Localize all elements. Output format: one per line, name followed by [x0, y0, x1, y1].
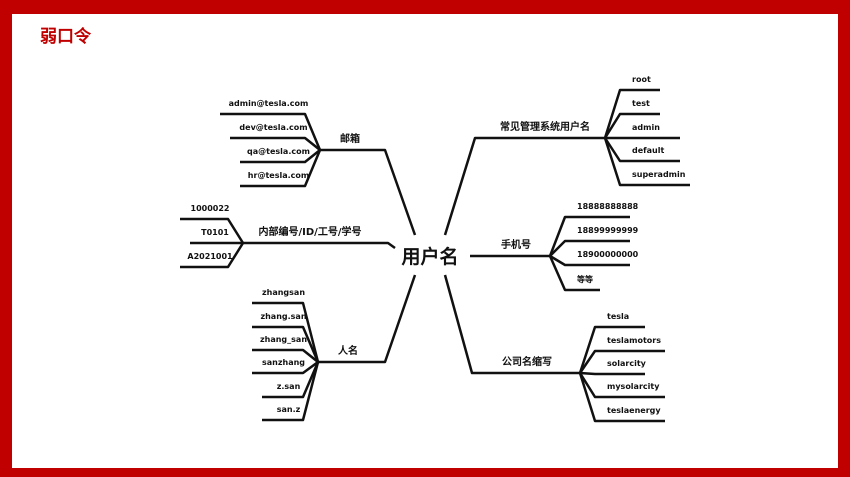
leaf-line	[252, 325, 320, 363]
center-node: 用户名	[401, 245, 458, 268]
branch-label-company: 公司名缩写	[502, 355, 552, 368]
leaf-label: mysolarcity	[607, 382, 660, 391]
leaf-label: dev@tesla.com	[239, 123, 307, 132]
branch-label-internal: 内部编号/ID/工号/学号	[259, 225, 362, 238]
leaf-label: san.z	[277, 405, 301, 414]
branch-label-email: 邮箱	[340, 132, 360, 145]
leaf-line	[603, 137, 690, 187]
leaf-label: 等等	[576, 274, 593, 284]
slide-title: 弱口令	[40, 27, 91, 47]
leaf-line	[548, 215, 630, 257]
leaf-label: solarcity	[607, 359, 647, 368]
leaf-label: zhangsan	[262, 288, 305, 297]
leaf-label: root	[632, 75, 651, 84]
leaf-line	[240, 149, 322, 188]
leaf-label: zhang_san	[260, 335, 307, 344]
leaf-line	[578, 372, 665, 399]
leaf-line	[603, 137, 680, 163]
leaf-line	[252, 301, 320, 363]
leaf-label: z.san	[277, 382, 301, 391]
leaf-label: sanzhang	[262, 358, 305, 367]
leaf-line	[262, 361, 320, 422]
branch-label-phone: 手机号	[501, 238, 531, 251]
leaf-line	[549, 254, 630, 267]
leaf-label: admin	[632, 123, 660, 132]
leaf-label: admin@tesla.com	[229, 99, 309, 108]
leaf-label: zhang.san	[260, 312, 306, 321]
leaf-label: superadmin	[632, 170, 686, 179]
leaf-line	[220, 112, 322, 151]
leaf-label: 18899999999	[577, 226, 639, 235]
leaf-label: hr@tesla.com	[248, 171, 309, 180]
leaf-line	[548, 255, 600, 292]
branch-label-admin: 常见管理系统用户名	[500, 120, 590, 133]
leaf-line	[230, 136, 321, 151]
leaf-label: teslamotors	[607, 336, 661, 345]
leaf-label: teslaenergy	[607, 406, 661, 415]
leaf-label: A2021001	[187, 252, 233, 261]
leaf-line	[603, 112, 660, 139]
leaf-label: 18900000000	[577, 250, 639, 259]
branch-line-company	[443, 274, 580, 375]
leaf-line	[262, 361, 320, 399]
leaf-label: 18888888888	[577, 202, 639, 211]
branch-line-email	[320, 148, 417, 236]
slide	[12, 14, 838, 468]
leaf-line	[549, 239, 630, 257]
leaf-line	[180, 242, 245, 269]
leaf-line	[180, 217, 245, 244]
leaf-line	[579, 371, 645, 376]
leaf-label: 1000022	[191, 204, 230, 213]
leaf-line	[240, 149, 321, 164]
leaf-label: T0101	[201, 228, 229, 237]
leaf-line	[252, 348, 319, 363]
leaf-line	[578, 349, 665, 374]
leaf-label: default	[632, 146, 664, 155]
branch-line-admin	[443, 136, 605, 236]
leaf-label: tesla	[607, 312, 629, 321]
leaf-line	[578, 325, 645, 374]
leaf-line	[603, 88, 660, 139]
leaf-label: qa@tesla.com	[247, 147, 310, 156]
branch-line-names	[318, 274, 417, 364]
branch-label-names: 人名	[338, 344, 358, 357]
branch-line-internal	[243, 241, 396, 250]
leaf-line	[578, 372, 665, 423]
leaf-line	[252, 360, 319, 375]
leaf-label: test	[632, 99, 650, 108]
